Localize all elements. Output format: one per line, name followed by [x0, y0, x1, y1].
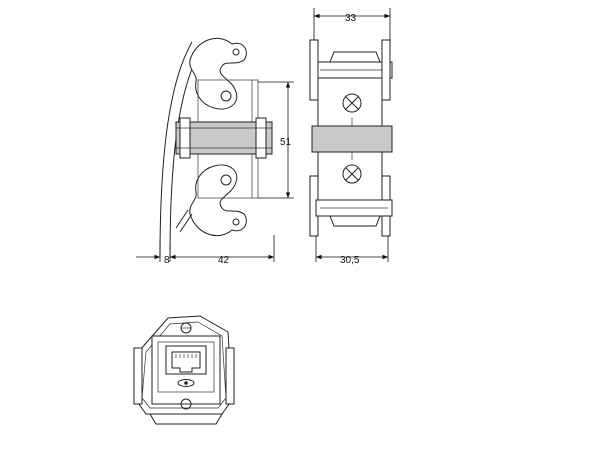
- dim-height: 51: [258, 81, 294, 199]
- top-view: [133, 315, 235, 425]
- indicator-symbol-icon: [177, 379, 195, 387]
- front-top-cap: [329, 51, 381, 63]
- front-view: [309, 39, 393, 237]
- dim-top-width-label: 33: [345, 13, 357, 24]
- upper-latch: [189, 38, 247, 110]
- dim-top-width: 33: [313, 8, 391, 40]
- dim-offset-label: 8: [164, 255, 170, 266]
- lower-latch: [189, 164, 247, 236]
- rj45-socket-icon: [165, 345, 207, 375]
- front-bottom-cap: [329, 215, 381, 227]
- dim-bottom-left: 8 42: [136, 235, 275, 266]
- side-view: [159, 38, 273, 259]
- front-band: [311, 125, 393, 153]
- dim-bottom-width: 30,5: [315, 236, 389, 266]
- dim-depth-label: 42: [218, 255, 230, 266]
- dim-height-label: 51: [280, 137, 292, 148]
- dim-bottom-width-label: 30,5: [340, 255, 360, 266]
